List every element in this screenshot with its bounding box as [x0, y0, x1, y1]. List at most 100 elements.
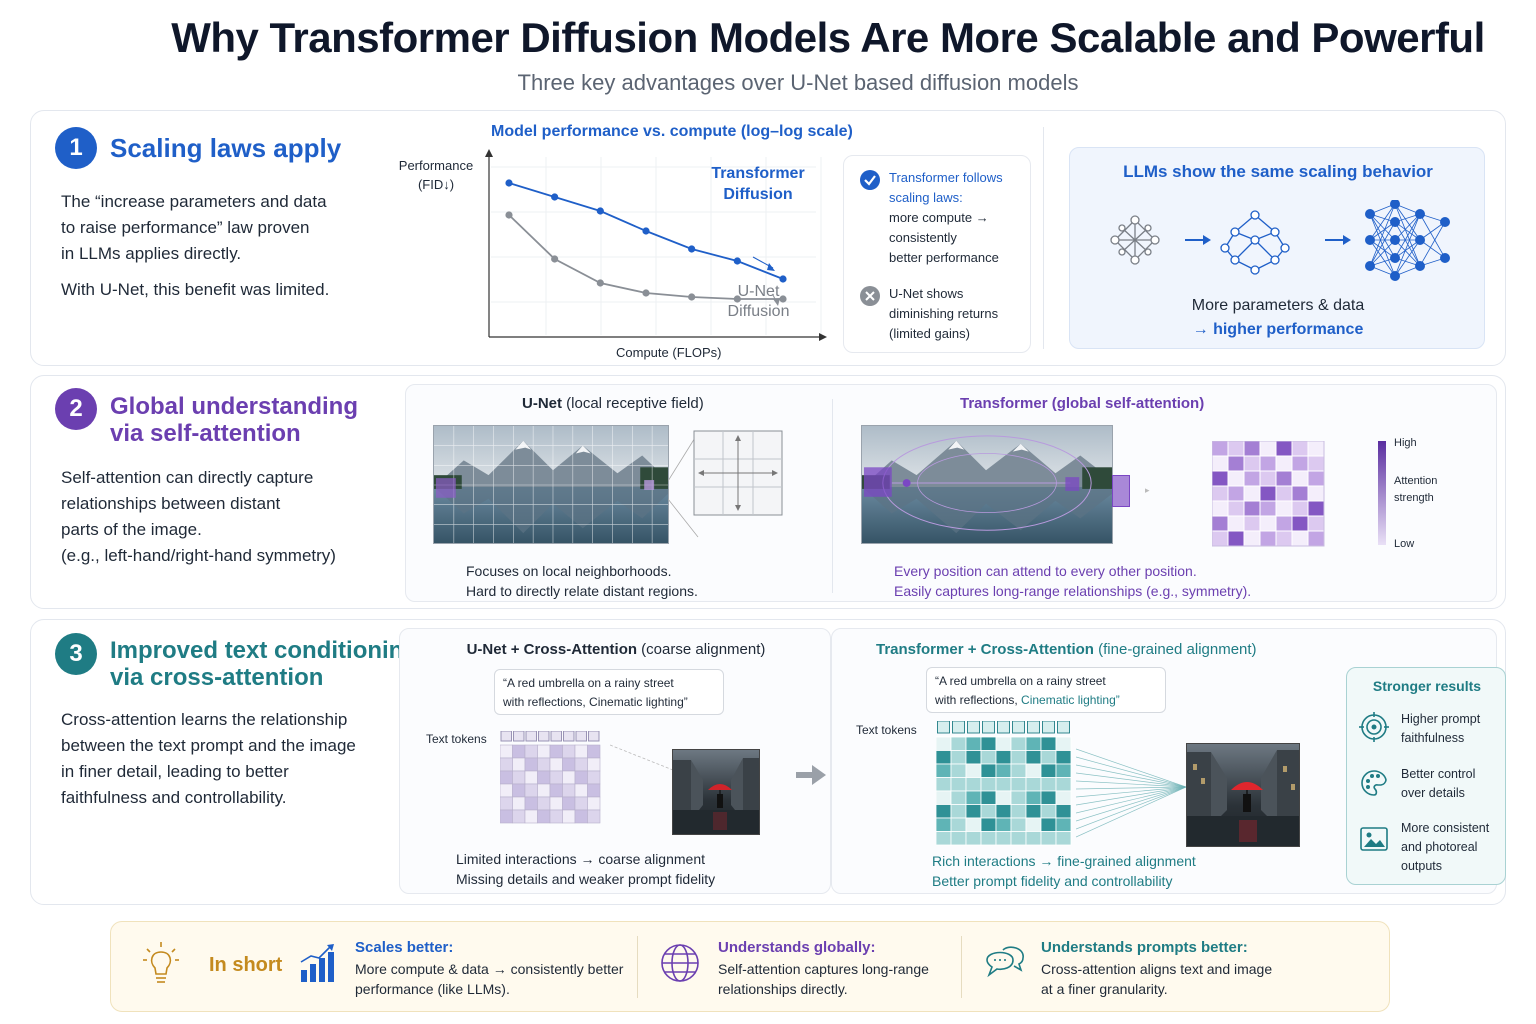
page-subtitle: Three key advantages over U-Net based di… — [517, 70, 1079, 95]
net-edge — [1369, 213, 1396, 277]
heatmap-cell — [1227, 515, 1245, 532]
net-edge — [1369, 203, 1396, 267]
matrix-cell — [500, 809, 513, 824]
unet-ca-heading: U-Net + Cross-Attention (coarse alignmen… — [466, 641, 766, 658]
matrix-cell — [524, 770, 538, 785]
results-title: Stronger results — [1372, 678, 1482, 694]
matrix-cell — [950, 736, 967, 751]
token-box — [1012, 721, 1025, 734]
matrix-cell — [936, 790, 952, 805]
net-node — [1365, 209, 1375, 219]
net-edge — [1419, 239, 1446, 259]
heatmap-cell — [1227, 455, 1245, 472]
matrix-cell — [950, 790, 967, 805]
net-edge — [1419, 213, 1446, 259]
unet-cross-attention-panel: U-Net + Cross-Attention (coarse alignmen… — [399, 628, 831, 894]
data-point — [505, 179, 513, 187]
net-node — [1390, 253, 1400, 263]
heatmap-cell — [1212, 441, 1229, 457]
heatmap-cell — [1259, 455, 1277, 472]
matrix-cell — [562, 809, 576, 824]
tf-ca-caption: Rich interactions → fine-grained alignme… — [932, 853, 1196, 889]
connection-line — [1076, 786, 1187, 814]
tf-ca-heading: Transformer + Cross-Attention (fine-grai… — [876, 641, 1257, 658]
heatmap-cell — [1307, 500, 1325, 517]
matrix-cell — [965, 804, 982, 819]
matrix-cell — [965, 777, 982, 792]
data-point — [551, 255, 559, 263]
net-edge — [1394, 221, 1421, 241]
section-body: Cross-attention learns the relationship … — [61, 710, 356, 807]
connection-line — [1076, 786, 1187, 822]
heatmap-cell — [1259, 500, 1277, 517]
page-title: Why Transformer Diffusion Models Are Mor… — [171, 14, 1485, 61]
attention-legend-bar — [1378, 441, 1386, 545]
matrix-cell — [500, 770, 513, 785]
net-edge — [1394, 213, 1421, 259]
prompt-box-transformer: “A red umbrella on a rainy street with r… — [926, 667, 1166, 713]
net-edge — [1394, 203, 1421, 241]
section-scaling-laws: 1 Scaling laws apply The “increase param… — [30, 110, 1506, 366]
matrix-cell — [562, 744, 576, 759]
matrix-cell — [537, 809, 551, 824]
heatmap-cell — [1212, 500, 1229, 517]
net-edge — [1369, 221, 1396, 267]
heatmap-cell — [1275, 500, 1293, 517]
matrix-cell — [574, 770, 588, 785]
transformer-cross-attention-panel: Transformer + Cross-Attention (fine-grai… — [831, 628, 1506, 894]
unet-caption: Focuses on local neighborhoods. Hard to … — [466, 563, 698, 599]
comparison-panel: Transformer follows scaling laws: more c… — [843, 155, 1031, 353]
matrix-cell — [512, 796, 526, 811]
matrix-cell — [512, 809, 526, 824]
matrix-cell — [537, 770, 551, 785]
heatmap-cell — [1291, 470, 1309, 487]
net-edge — [1369, 239, 1396, 259]
token-box — [538, 731, 550, 742]
net-node — [1390, 200, 1400, 209]
token-box — [1042, 721, 1055, 734]
matrix-cell — [574, 796, 588, 811]
matrix-cell — [995, 790, 1012, 805]
matrix-cell — [587, 796, 601, 811]
matrix-cell — [950, 763, 967, 778]
attention-heatmap — [1212, 441, 1325, 547]
heatmap-cell — [1243, 485, 1261, 502]
text-tokens-label: Text tokens — [856, 723, 917, 737]
data-point — [551, 193, 559, 201]
heatmap-cell — [1275, 441, 1293, 457]
rainy-street-image-transformer — [1186, 743, 1300, 847]
heatmap-cell — [1307, 455, 1325, 472]
heatmap-cell — [1291, 455, 1309, 472]
matrix-cell — [965, 736, 982, 751]
data-point — [642, 289, 650, 297]
matrix-cell — [995, 750, 1012, 765]
matrix-cell — [950, 750, 967, 765]
coarse-attention-matrix — [500, 731, 601, 824]
heatmap-cell — [1307, 470, 1325, 487]
data-point — [688, 293, 696, 301]
matrix-cell — [936, 817, 952, 832]
unet-ca-caption: Limited interactions → coarse alignment … — [456, 851, 716, 887]
net-edge — [1419, 221, 1446, 267]
net-edge — [1394, 239, 1421, 267]
matrix-cell — [1040, 790, 1057, 805]
matrix-cell — [995, 817, 1012, 832]
target-icon — [1359, 712, 1389, 742]
matrix-cell — [537, 757, 551, 772]
connection-line — [1076, 786, 1187, 806]
legend-high: High — [1394, 437, 1417, 449]
mountain-image-transformer — [861, 425, 1113, 544]
matrix-cell — [950, 804, 967, 819]
text-tokens-label: Text tokens — [426, 732, 487, 746]
net-edge — [1394, 239, 1421, 277]
heatmap-cell — [1291, 441, 1309, 457]
heatmap-cell — [1259, 470, 1277, 487]
local-kernel-diagram — [668, 430, 783, 538]
attention-comparison-panel: U-Net (local receptive field) — [405, 384, 1497, 602]
matrix-cell — [995, 831, 1012, 846]
matrix-cell — [965, 790, 982, 805]
matrix-cell — [936, 831, 952, 846]
heatmap-cell — [1212, 455, 1229, 472]
matrix-cell — [1055, 763, 1072, 778]
